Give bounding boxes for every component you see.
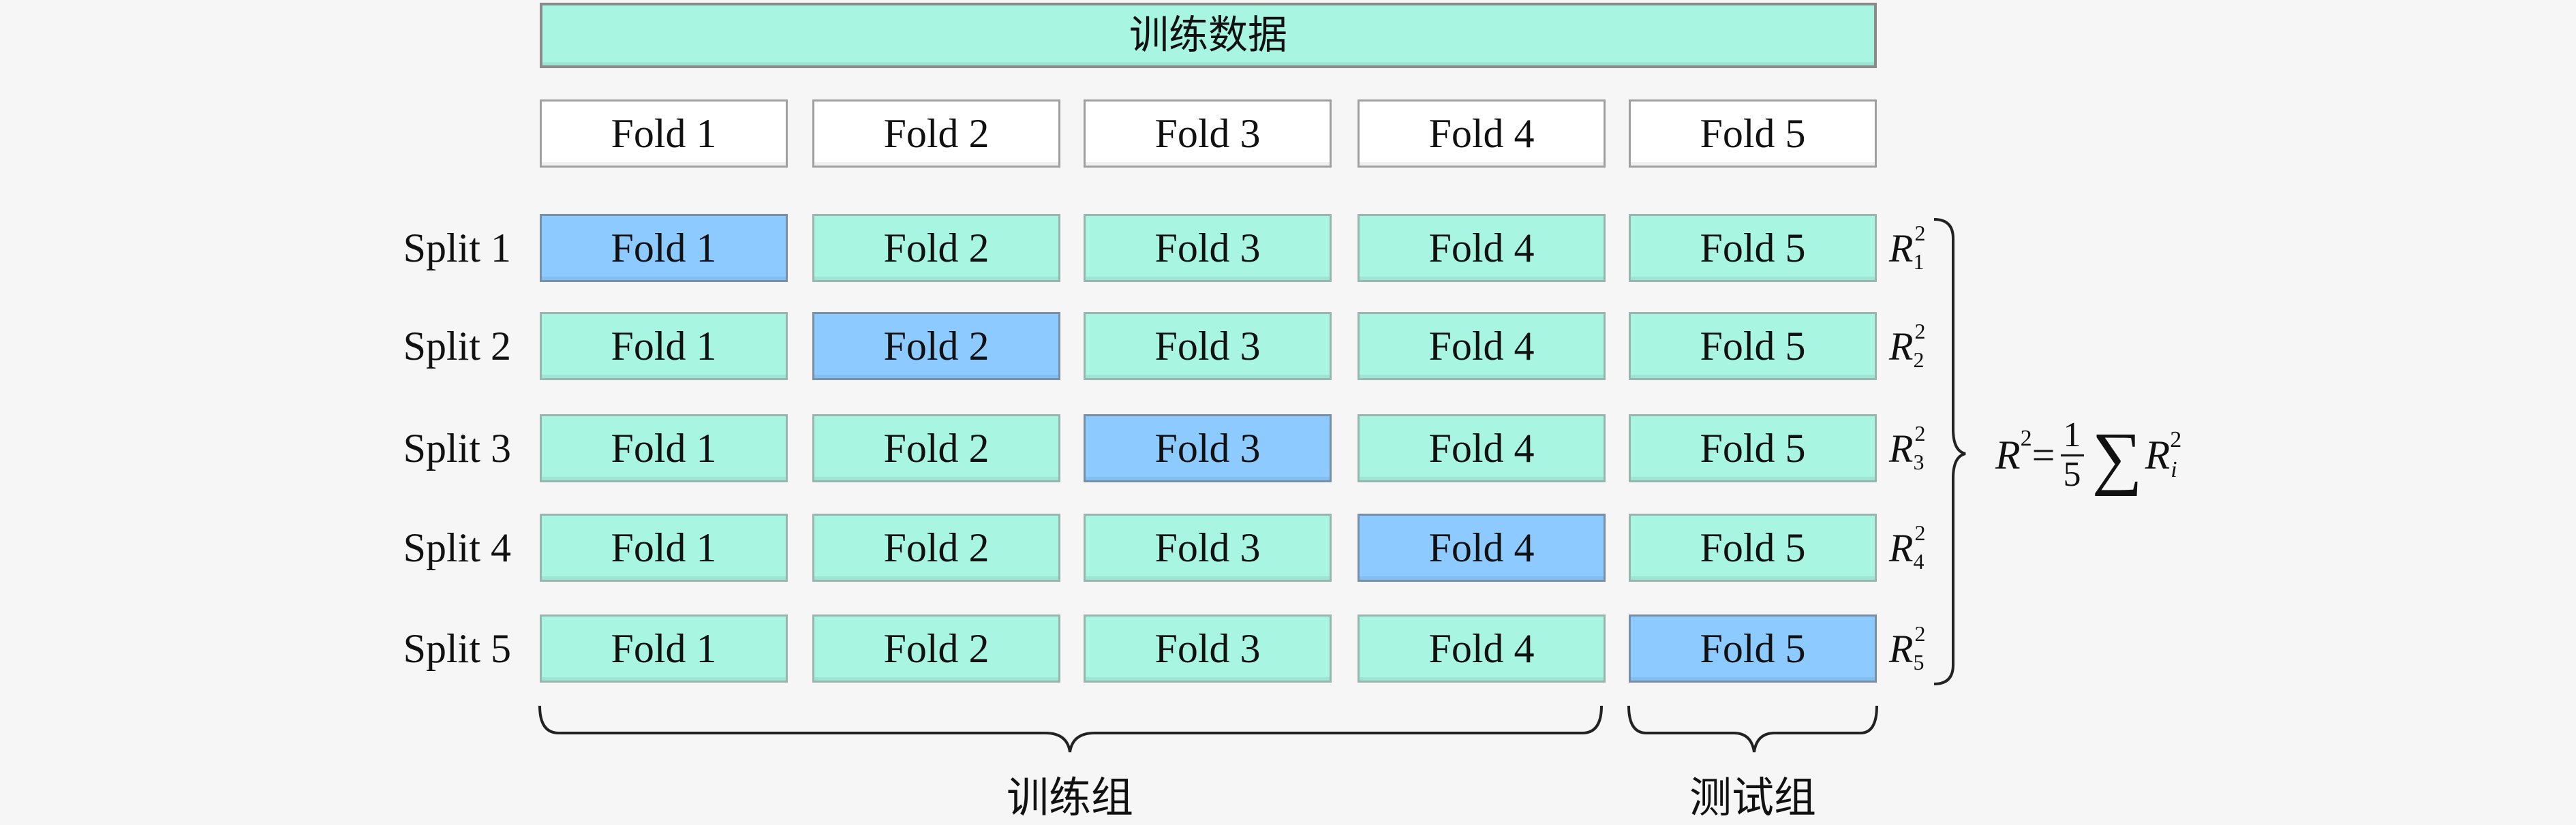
r-superscript: 2: [1914, 220, 1926, 245]
formula-sum-symbol: ∑: [2091, 418, 2143, 497]
r-subscript: 3: [1913, 449, 1925, 474]
fold-header-2: Fold 2: [812, 99, 1060, 168]
fold-header-1: Fold 1: [540, 99, 788, 168]
r-symbol: R: [1889, 324, 1914, 369]
split-1-fold-1-test: Fold 1: [540, 214, 788, 282]
split-2-fold-5-train: Fold 5: [1629, 312, 1877, 380]
split-3-fold-1-train: Fold 1: [540, 414, 788, 482]
split-label-3: Split 3: [403, 425, 511, 471]
split-4-fold-2-train: Fold 2: [812, 514, 1060, 582]
fold-header-3: Fold 3: [1084, 99, 1332, 168]
split-2-fold-1-train: Fold 1: [540, 312, 788, 380]
formula-lhs: R: [1995, 432, 2021, 478]
formula-term: R: [2145, 432, 2171, 478]
split-5-fold-5-test: Fold 5: [1629, 614, 1877, 683]
r-superscript: 2: [1914, 318, 1926, 343]
r-subscript: 5: [1913, 649, 1925, 674]
r-symbol: R: [1889, 525, 1914, 570]
split-5-fold-3-train: Fold 3: [1084, 614, 1332, 683]
split-3-fold-3-test: Fold 3: [1084, 414, 1332, 482]
split-label-4: Split 4: [403, 525, 511, 570]
split-3-fold-5-train: Fold 5: [1629, 414, 1877, 482]
test-group-label: 测试组: [1689, 775, 1816, 822]
split-1-fold-3-train: Fold 3: [1084, 214, 1332, 282]
split-label-1: Split 1: [403, 225, 511, 270]
r-subscript: 2: [1913, 347, 1925, 372]
formula-equals: =: [2031, 432, 2055, 478]
formula-fraction: 1 5: [2060, 416, 2084, 494]
split-2-fold-4-train: Fold 4: [1358, 312, 1606, 380]
split-2-fold-2-test: Fold 2: [812, 312, 1060, 380]
train-group-label: 训练组: [1006, 775, 1133, 822]
r-squared-formula: R 2 = 1 5 ∑ R 2 i: [1995, 407, 2181, 503]
split-4-fold-3-train: Fold 3: [1084, 514, 1332, 582]
formula-term-sub: i: [2171, 457, 2177, 482]
r-symbol: R: [1889, 225, 1914, 270]
split-4-fold-4-test: Fold 4: [1358, 514, 1606, 582]
split-5-fold-4-train: Fold 4: [1358, 614, 1606, 683]
r-values-brace: [1933, 218, 1966, 685]
split-label-2: Split 2: [403, 323, 511, 369]
formula-numerator: 1: [2060, 416, 2084, 456]
r-subscript: 4: [1913, 548, 1925, 574]
split-2-fold-3-train: Fold 3: [1084, 312, 1332, 380]
split-4-fold-5-train: Fold 5: [1629, 514, 1877, 582]
split-label-5: Split 5: [403, 625, 511, 671]
fold-header-4: Fold 4: [1358, 99, 1606, 168]
fold-header-5: Fold 5: [1629, 99, 1877, 168]
r-superscript: 2: [1914, 520, 1926, 545]
r-superscript: 2: [1914, 621, 1926, 646]
split-4-fold-1-train: Fold 1: [540, 514, 788, 582]
split-1-fold-5-train: Fold 5: [1629, 214, 1877, 282]
split-5-fold-2-train: Fold 2: [812, 614, 1060, 683]
r-symbol: R: [1889, 426, 1914, 471]
formula-term-sup: 2: [2170, 427, 2182, 452]
r-superscript: 2: [1914, 420, 1926, 446]
train-group-brace: [538, 705, 1603, 753]
r-subscript: 1: [1913, 249, 1925, 274]
split-1-fold-4-train: Fold 4: [1358, 214, 1606, 282]
formula-denominator: 5: [2063, 454, 2081, 494]
r-symbol: R: [1889, 626, 1914, 671]
split-5-fold-1-train: Fold 1: [540, 614, 788, 683]
formula-lhs-sup: 2: [2020, 426, 2032, 451]
training-data-bar: 训练数据: [540, 3, 1877, 68]
split-1-fold-2-train: Fold 2: [812, 214, 1060, 282]
test-group-brace: [1627, 705, 1878, 753]
split-3-fold-2-train: Fold 2: [812, 414, 1060, 482]
split-3-fold-4-train: Fold 4: [1358, 414, 1606, 482]
